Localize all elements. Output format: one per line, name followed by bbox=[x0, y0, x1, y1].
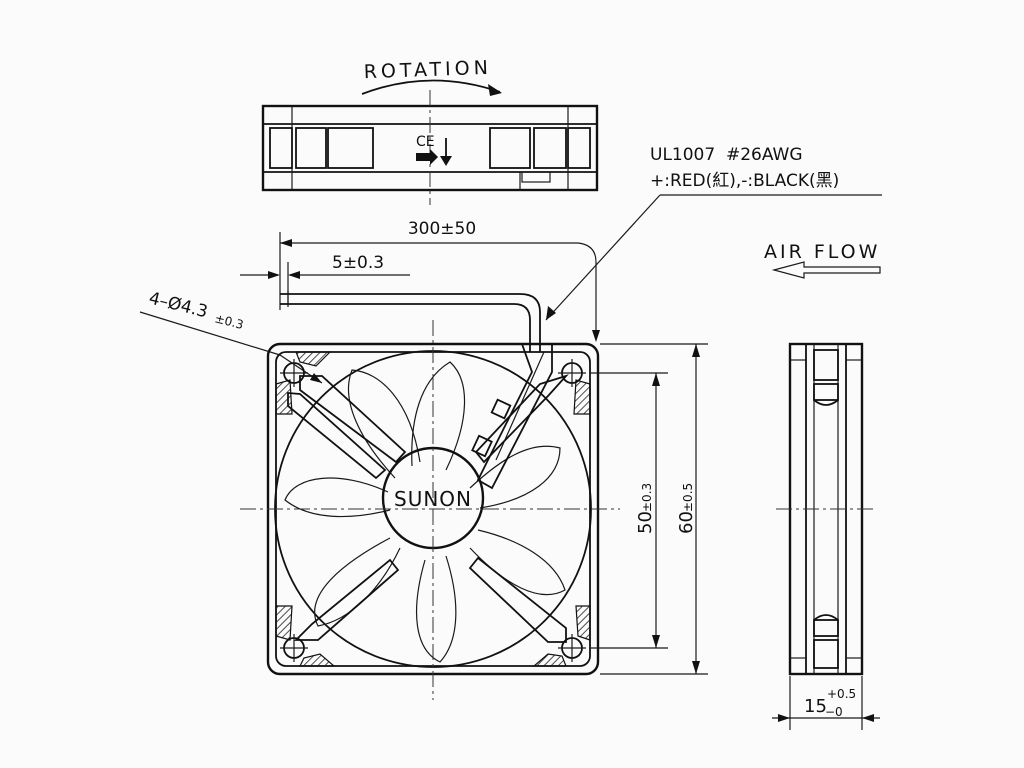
thickness-dimension: 15 +0.5 −0 bbox=[772, 676, 880, 730]
frame-size-value: 60 bbox=[676, 511, 697, 534]
airflow-arrow-icon bbox=[771, 261, 881, 279]
thickness-tolerance-minus: −0 bbox=[825, 705, 843, 719]
hole-spec: 4–Ø4.3 ±0.3 bbox=[139, 288, 323, 384]
side-view bbox=[776, 342, 876, 676]
strip-length-value: 5±0.3 bbox=[332, 253, 384, 273]
rotation-arrowhead-icon bbox=[488, 84, 502, 96]
top-view: CE bbox=[261, 90, 599, 205]
airflow-label: AIR FLOW bbox=[764, 241, 880, 263]
rotation-arrow-icon bbox=[361, 79, 501, 95]
arrow-right-icon bbox=[416, 149, 438, 165]
hole-pitch-value: 50 bbox=[635, 511, 656, 534]
fan-blades bbox=[284, 361, 566, 663]
ce-mark: CE bbox=[416, 134, 435, 150]
lead-length-dimension: 300±50 bbox=[279, 219, 600, 342]
wire-spec-label: UL1007 #26AWG bbox=[650, 145, 803, 165]
wire-spec: UL1007 #26AWG +:RED(紅),-:BLACK(黑) bbox=[545, 145, 882, 321]
wire-channel bbox=[471, 343, 553, 490]
lead-length-value: 300±50 bbox=[408, 219, 476, 239]
hole-pitch-dimension: 50 ±0.3 bbox=[590, 372, 668, 649]
front-view: SUNON bbox=[240, 320, 620, 700]
airflow-indicator: AIR FLOW bbox=[764, 241, 881, 279]
hole-spec-tolerance: ±0.3 bbox=[213, 311, 245, 332]
arrow-down-icon bbox=[440, 156, 452, 166]
strip-length-dimension: 5±0.3 bbox=[240, 253, 410, 305]
hole-pitch-tolerance: ±0.3 bbox=[640, 483, 654, 512]
thickness-value: 15 bbox=[804, 696, 827, 717]
frame-size-tolerance: ±0.5 bbox=[681, 483, 695, 512]
frame-size-dimension: 60 ±0.5 bbox=[600, 343, 708, 675]
thickness-tolerance-plus: +0.5 bbox=[827, 687, 856, 701]
wire-colors-label: +:RED(紅),-:BLACK(黑) bbox=[650, 171, 839, 191]
rotation-indicator: ROTATION bbox=[361, 57, 502, 96]
rotation-label: ROTATION bbox=[363, 57, 492, 83]
lead-wires bbox=[280, 291, 541, 352]
fan-struts bbox=[287, 374, 569, 643]
